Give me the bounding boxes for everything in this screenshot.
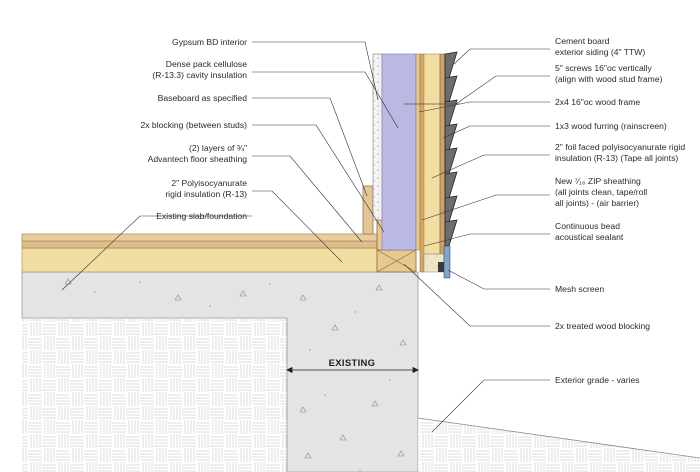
label-blocking: 2x blocking (between studs): [140, 120, 385, 233]
label-zip-line3: all joints) - (air barrier): [555, 198, 639, 208]
polyiso-floor-layer: [21, 247, 378, 273]
label-cement-board: Cement board exterior siding (4" TTW): [453, 36, 645, 65]
label-furring-line1: 1x3 wood furring (rainscreen): [555, 121, 667, 131]
stud-frame: [415, 53, 421, 251]
label-grade-line1: Exterior grade - varies: [555, 375, 640, 385]
label-cement-line1: Cement board: [555, 36, 610, 46]
label-mesh: Mesh screen: [447, 269, 604, 294]
label-treated: 2x treated wood blocking: [403, 263, 650, 331]
label-cellulose-line1: Dense pack cellulose: [166, 59, 247, 69]
label-frame: 2x4 16"oc wood frame: [418, 97, 640, 113]
label-gypsum: Gypsum BD interior: [172, 37, 379, 101]
foil-polyiso-wall: [423, 53, 441, 255]
label-blocking-line1: 2x blocking (between studs): [140, 120, 247, 130]
label-polyiso-line1: 2" Polyisocyanurate: [171, 178, 247, 188]
label-frame-line1: 2x4 16"oc wood frame: [555, 97, 640, 107]
gypsum-board: [372, 53, 383, 221]
sealant-bead: [438, 262, 444, 272]
zip-sheathing: [419, 53, 425, 273]
label-zip-line1: New ⁷⁄₁₆ ZIP sheathing: [555, 176, 641, 186]
label-mesh-line1: Mesh screen: [555, 284, 604, 294]
label-gypsum-line1: Gypsum BD interior: [172, 37, 247, 47]
baseboard: [362, 185, 374, 235]
label-treated-line1: 2x treated wood blocking: [555, 321, 650, 331]
label-foil-line2: insulation (R-13) (Tape all joints): [555, 153, 678, 163]
label-screws-line1: 5" screws 16"oc vertically: [555, 63, 653, 73]
dimension-label: EXISTING: [329, 358, 376, 369]
label-sheathing-floor: (2) layers of ¾" Advantech floor sheathi…: [148, 143, 363, 243]
label-sealant-line2: acoustical sealant: [555, 232, 624, 242]
cellulose-cavity: [381, 53, 417, 251]
cement-siding: [444, 51, 458, 247]
subfloor-sheathing-layer-1: [21, 233, 378, 242]
concrete-foundation: [21, 271, 419, 472]
label-grade: Exterior grade - varies: [431, 375, 640, 433]
label-zip-line2: (all joints clean, tape/roll: [555, 187, 647, 197]
label-cellulose: Dense pack cellulose (R-13.3) cavity ins…: [152, 59, 399, 129]
soil-hatch-left: [22, 318, 287, 472]
label-baseboard: Baseboard as specified: [158, 93, 368, 197]
label-baseboard-line1: Baseboard as specified: [158, 93, 248, 103]
label-cement-line2: exterior siding (4" TTW): [555, 47, 645, 57]
label-screws-line2: (align with wood stud frame): [555, 74, 663, 84]
label-sealant: Continuous bead acoustical sealant: [423, 221, 624, 247]
label-furring: 1x3 wood furring (rainscreen): [442, 121, 667, 139]
concrete-dots: [94, 281, 391, 471]
label-slab: Existing slab/foundation: [61, 211, 252, 291]
label-sealant-line1: Continuous bead: [555, 221, 620, 231]
label-cellulose-line2: (R-13.3) cavity insulation: [152, 70, 247, 80]
label-foil-line1: 2" foil faced polyisocyanurate rigid: [555, 142, 685, 152]
label-polyiso-floor: 2" Polyisocyanurate rigid insulation (R-…: [165, 178, 343, 263]
siding-base-strip: [443, 245, 451, 279]
label-zip: New ⁷⁄₁₆ ZIP sheathing (all joints clean…: [421, 176, 647, 221]
label-polyiso-line2: rigid insulation (R-13): [165, 189, 247, 199]
dimension-existing: [286, 366, 419, 374]
label-screws: 5" screws 16"oc vertically (align with w…: [455, 63, 663, 105]
label-foil-polyiso: 2" foil faced polyisocyanurate rigid ins…: [431, 142, 685, 179]
subfloor-sheathing-layer-2: [21, 240, 378, 249]
label-sheathing-line2: Advantech floor sheathing: [148, 154, 248, 164]
label-sheathing-line1: (2) layers of ¾": [189, 143, 247, 153]
exterior-grade-soil: [418, 418, 700, 472]
furring-strip: [439, 53, 446, 255]
